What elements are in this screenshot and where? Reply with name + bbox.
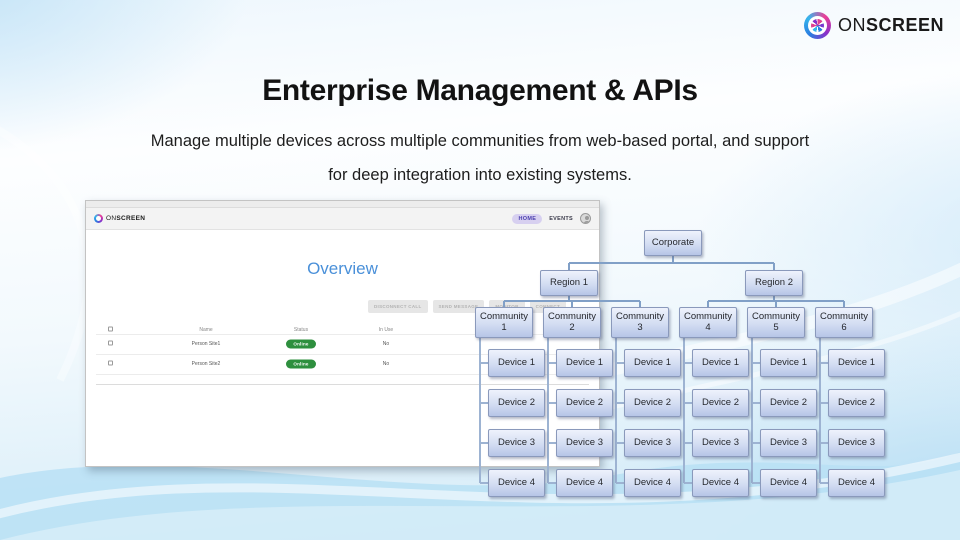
cell-status: Online: [266, 339, 336, 349]
nav-home-button[interactable]: HOME: [512, 213, 543, 224]
cell-status: Online: [266, 359, 336, 369]
divider: [96, 334, 589, 335]
status-badge: Online: [286, 359, 316, 369]
row-checkbox[interactable]: [108, 340, 113, 346]
device-node: Device 3: [828, 429, 885, 457]
device-node: Device 2: [692, 389, 749, 417]
device-node: Device 1: [556, 349, 613, 377]
community-node: Community 3: [611, 307, 669, 338]
device-node: Device 2: [624, 389, 681, 417]
slide-title: Enterprise Management & APIs: [262, 74, 698, 107]
device-node: Device 4: [556, 469, 613, 497]
device-node: Device 1: [624, 349, 681, 377]
region-node: Region 1: [540, 270, 598, 296]
portal-header-bar: ONSCREEN HOME EVENTS: [86, 208, 599, 230]
device-node: Device 4: [828, 469, 885, 497]
header-status: Status: [293, 327, 309, 333]
device-node: Device 2: [760, 389, 817, 417]
slide-subtitle-line1: Manage multiple devices across multiple …: [150, 132, 810, 150]
disconnect-call-button[interactable]: DISCONNECT CALL: [368, 300, 428, 313]
device-node: Device 4: [488, 469, 545, 497]
device-node: Device 3: [488, 429, 545, 457]
cell-in-use: No: [382, 361, 390, 367]
portal-logo-wordmark: ONSCREEN: [106, 215, 145, 222]
device-node: Device 3: [760, 429, 817, 457]
device-node: Device 1: [828, 349, 885, 377]
onscreen-logo: ONSCREEN: [803, 12, 944, 39]
community-node: Community 5: [747, 307, 805, 338]
portal-logo-light: ON: [106, 215, 117, 222]
device-node: Device 4: [692, 469, 749, 497]
portal-aperture-icon: [94, 214, 103, 223]
logo-text-bold: SCREEN: [865, 15, 944, 35]
corporate-node: Corporate: [644, 230, 702, 256]
device-node: Device 4: [624, 469, 681, 497]
logo-wordmark: ONSCREEN: [838, 15, 944, 36]
device-node: Device 1: [488, 349, 545, 377]
region-node: Region 2: [745, 270, 803, 296]
community-node: Community 4: [679, 307, 737, 338]
device-node: Device 1: [692, 349, 749, 377]
device-node: Device 3: [556, 429, 613, 457]
header-name: Name: [199, 327, 213, 333]
logo-text-light: ON: [837, 15, 866, 35]
device-node: Device 2: [488, 389, 545, 417]
device-node: Device 2: [828, 389, 885, 417]
cell-in-use: No: [382, 341, 390, 347]
select-all-checkbox[interactable]: [108, 326, 113, 332]
slide-subtitle-line2: for deep integration into existing syste…: [328, 166, 632, 184]
community-node: Community 2: [543, 307, 601, 338]
cell-name: Person Site1: [191, 341, 221, 347]
status-badge: Online: [286, 339, 316, 349]
divider: [96, 374, 589, 375]
browser-chrome-strip: [86, 201, 599, 208]
portal-logo-bold: SCREEN: [116, 215, 146, 222]
device-node: Device 4: [760, 469, 817, 497]
device-node: Device 3: [624, 429, 681, 457]
row-checkbox[interactable]: [108, 360, 113, 366]
nav-events-link[interactable]: EVENTS: [549, 215, 573, 222]
device-node: Device 1: [760, 349, 817, 377]
header-in-use: In Use: [378, 327, 394, 333]
aperture-icon: [803, 12, 831, 39]
page-title: Overview: [307, 259, 378, 278]
device-node: Device 2: [556, 389, 613, 417]
table-bottom-divider: [96, 384, 589, 385]
profile-avatar[interactable]: [580, 213, 591, 224]
device-node: Device 3: [692, 429, 749, 457]
community-node: Community 6: [815, 307, 873, 338]
cell-name: Person Site2: [191, 361, 221, 367]
community-node: Community 1: [475, 307, 533, 338]
divider: [96, 354, 589, 355]
